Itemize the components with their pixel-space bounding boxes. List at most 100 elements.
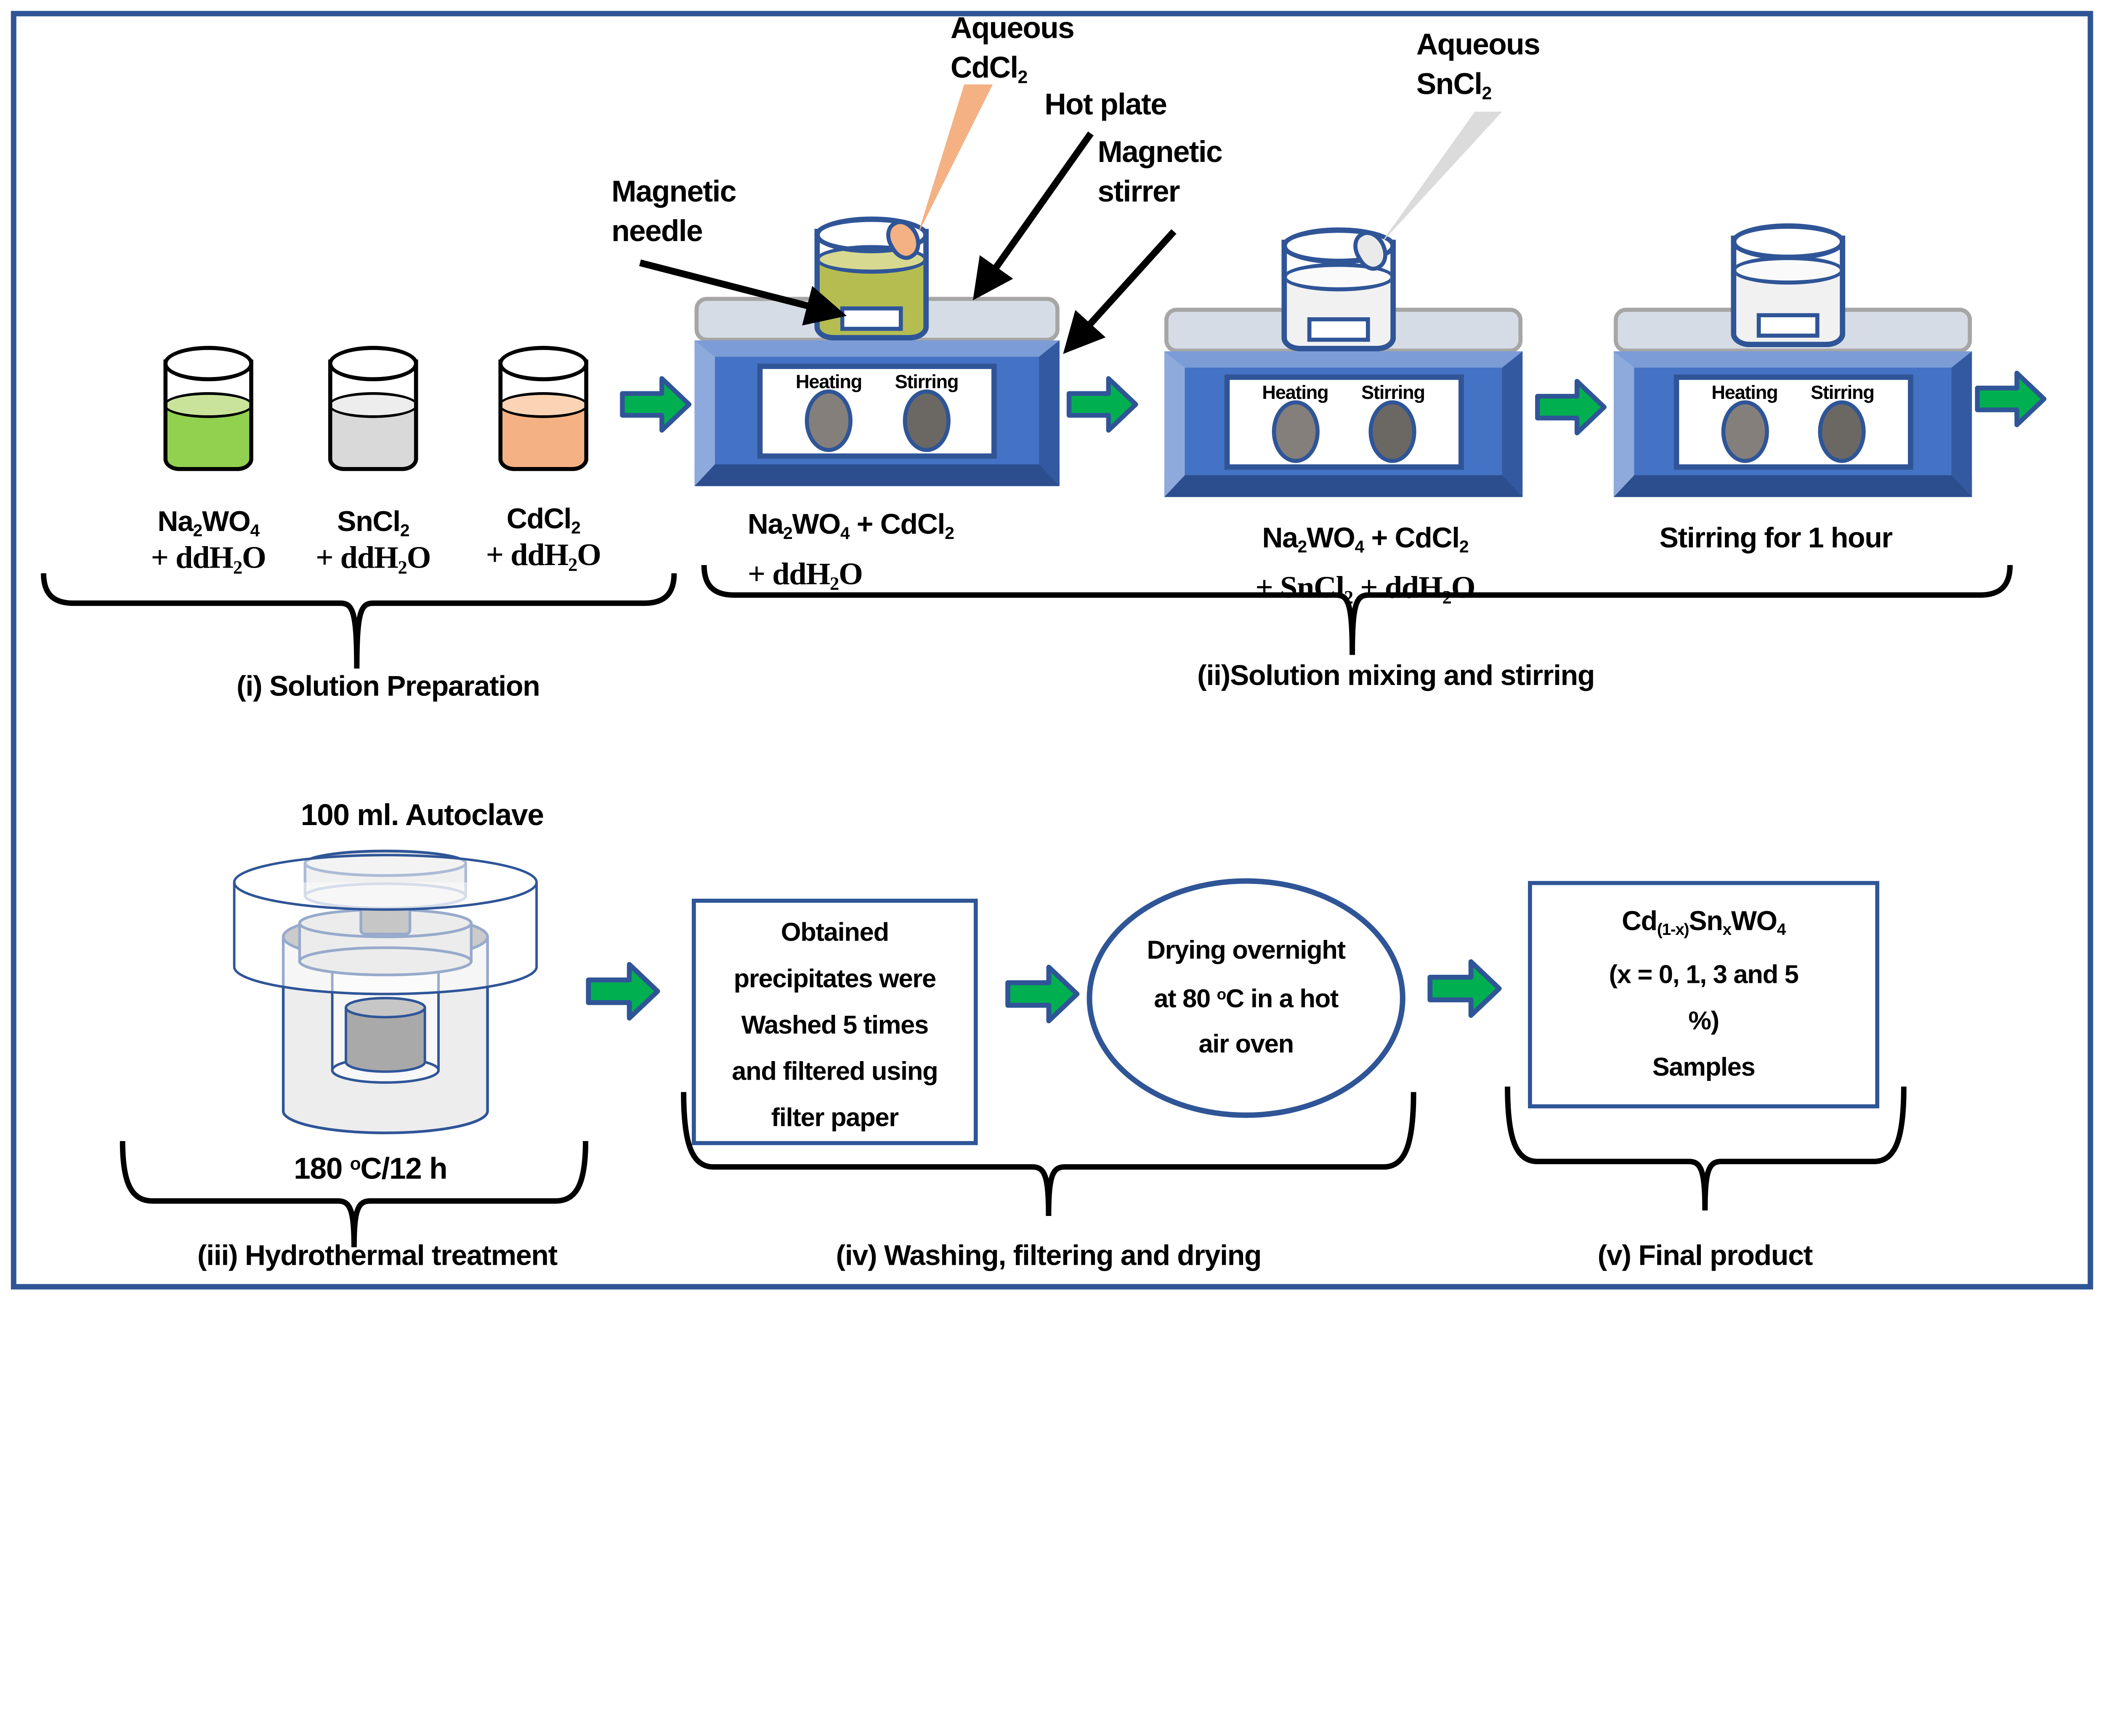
magnetic-needle-bar — [1307, 317, 1370, 342]
beaker-rim — [328, 346, 418, 382]
autoclave-illustration — [233, 849, 538, 1134]
label-line: stirrer — [1097, 174, 1180, 209]
label-line: Magnetic — [611, 174, 736, 209]
hotplate-beaker-3 — [1731, 223, 1846, 348]
hotplate-control-panel: Heating Stirring — [1673, 374, 1913, 469]
brace-iv — [681, 1092, 1416, 1216]
beaker-rim — [1731, 223, 1846, 260]
liquid-surface — [1736, 256, 1840, 285]
box-line: Washed 5 times — [741, 1011, 929, 1041]
box-line: %) — [1688, 1007, 1719, 1036]
caption-step1: Na2WO4 + CdCl2 + ddH2O — [748, 505, 954, 605]
flow-arrow-2 — [1066, 376, 1138, 433]
diagram-frame — [11, 11, 2093, 1290]
label-line: Magnetic — [1097, 135, 1222, 169]
magnetic-needle-bar — [1756, 313, 1820, 338]
magnetic-needle-bar — [840, 306, 903, 331]
stirring-label: Stirring — [895, 369, 959, 392]
flow-arrow-7 — [1427, 959, 1502, 1018]
heating-knob[interactable] — [1721, 399, 1769, 462]
beaker-glass — [163, 359, 253, 471]
solvent: + ddH2O — [486, 537, 601, 575]
hotplate-body: Heating Stirring — [694, 340, 1060, 486]
hotplate-1: Heating Stirring — [694, 297, 1060, 486]
heating-control: Heating — [796, 368, 862, 451]
liquid-surface — [332, 392, 414, 418]
beaker-label-sncl2: SnCl2 + ddH2O — [278, 507, 468, 579]
hotplate-control-panel: Heating Stirring — [1223, 374, 1464, 469]
beaker-label-na2wo4: Na2WO4 + ddH2O — [113, 507, 304, 579]
caption-line: + SnCl2 + ddH2O — [1255, 570, 1475, 608]
caption-step3: Stirring for 1 hour — [1659, 523, 1893, 555]
box-line: (x = 0, 1, 3 and 5 — [1609, 961, 1798, 990]
brace-i — [41, 573, 677, 669]
caption-line: Na2WO4 + CdCl2 — [747, 509, 954, 543]
box-line: precipitates were — [733, 965, 937, 994]
box-line: Obtained — [781, 919, 889, 948]
washing-box: Obtained precipitates were Washed 5 time… — [692, 898, 978, 1145]
liquid-surface — [502, 392, 584, 418]
caption-stage-i: (i) Solution Preparation — [236, 671, 540, 703]
flow-arrow-5 — [586, 962, 660, 1021]
label-line: Aqueous — [950, 11, 1075, 45]
formula: Na2WO4 — [157, 506, 260, 541]
box-line: and filtered using — [732, 1058, 938, 1087]
flow-arrow-4 — [1975, 371, 2047, 427]
beaker-sncl2 — [328, 346, 418, 471]
beaker-cdcl2 — [498, 346, 589, 471]
heating-knob[interactable] — [1271, 399, 1319, 462]
caption-step2: Na2WO4 + CdCl2 + SnCl2 + ddH2O — [1198, 519, 1532, 618]
stirring-knob[interactable] — [1369, 399, 1417, 462]
box-line: Cd(1-x)SnxWO4 — [1622, 907, 1786, 939]
autoclave-temp: 180 oC/12 h — [294, 1151, 447, 1186]
beaker-label-cdcl2: CdCl2 + ddH2O — [448, 504, 639, 576]
label-line: Aqueous — [1416, 27, 1541, 61]
drying-ellipse: Drying overnight at 80 oC in a hot air o… — [1087, 878, 1405, 1118]
autoclave-title: 100 ml. Autoclave — [300, 798, 544, 832]
stirring-label: Stirring — [1361, 380, 1425, 403]
stirring-knob[interactable] — [1818, 399, 1866, 462]
brace-ii — [701, 565, 2013, 655]
caption-line: Na2WO4 + CdCl2 — [1262, 523, 1469, 557]
hotplate-body: Heating Stirring — [1164, 351, 1523, 497]
ellipse-line: air oven — [1198, 1030, 1294, 1059]
brace-iii — [120, 1141, 589, 1248]
beaker-rim — [498, 346, 589, 382]
label-line: CdCl2 — [950, 50, 1028, 87]
stirring-label: Stirring — [1810, 380, 1875, 403]
beaker-glass — [498, 359, 589, 471]
solvent: + ddH2O — [151, 540, 266, 577]
process-flow-diagram: Na2WO4 + ddH2O SnCl2 + ddH2O CdCl2 + ddH… — [11, 8, 2093, 1290]
caption-stage-iv: (iv) Washing, filtering and drying — [836, 1240, 1262, 1272]
beaker-na2wo4 — [163, 346, 253, 471]
label-line: SnCl2 — [1416, 66, 1492, 104]
solvent: + ddH2O — [316, 540, 431, 577]
flow-arrow-3 — [1535, 379, 1607, 435]
label-magnetic-needle: Magnetic needle — [611, 172, 736, 251]
ellipse-line: Drying overnight — [1147, 937, 1346, 966]
label-hot-plate: Hot plate — [1044, 87, 1167, 122]
hotplate-3: Heating Stirring — [1613, 308, 1972, 497]
flow-arrow-1 — [620, 376, 692, 433]
caption-stage-ii: (ii)Solution mixing and stirring — [1197, 660, 1595, 692]
heating-control: Heating — [1711, 379, 1778, 462]
heating-label: Heating — [1262, 380, 1328, 403]
label-aqueous-cdcl2: Aqueous CdCl2 — [950, 8, 1075, 96]
caption-stage-iii: (iii) Hydrothermal treatment — [197, 1240, 558, 1272]
beaker-rim — [163, 346, 253, 382]
formula: SnCl2 — [337, 506, 409, 541]
label-aqueous-sncl2: Aqueous SnCl2 — [1416, 24, 1541, 113]
heating-label: Heating — [1711, 380, 1778, 403]
box-line: Samples — [1652, 1053, 1756, 1082]
beaker-glass — [328, 359, 418, 471]
beaker-glass — [1281, 239, 1396, 351]
hotplate-beaker-2 — [1281, 227, 1396, 351]
stirring-knob[interactable] — [903, 388, 951, 451]
flow-arrow-6 — [1005, 964, 1080, 1024]
heating-knob[interactable] — [805, 388, 853, 451]
stirring-control: Stirring — [1810, 379, 1875, 462]
brace-v — [1505, 1086, 1907, 1211]
label-magnetic-stirrer: Magnetic stirrer — [1097, 132, 1222, 211]
hotplate-2: Heating Stirring — [1164, 308, 1523, 497]
